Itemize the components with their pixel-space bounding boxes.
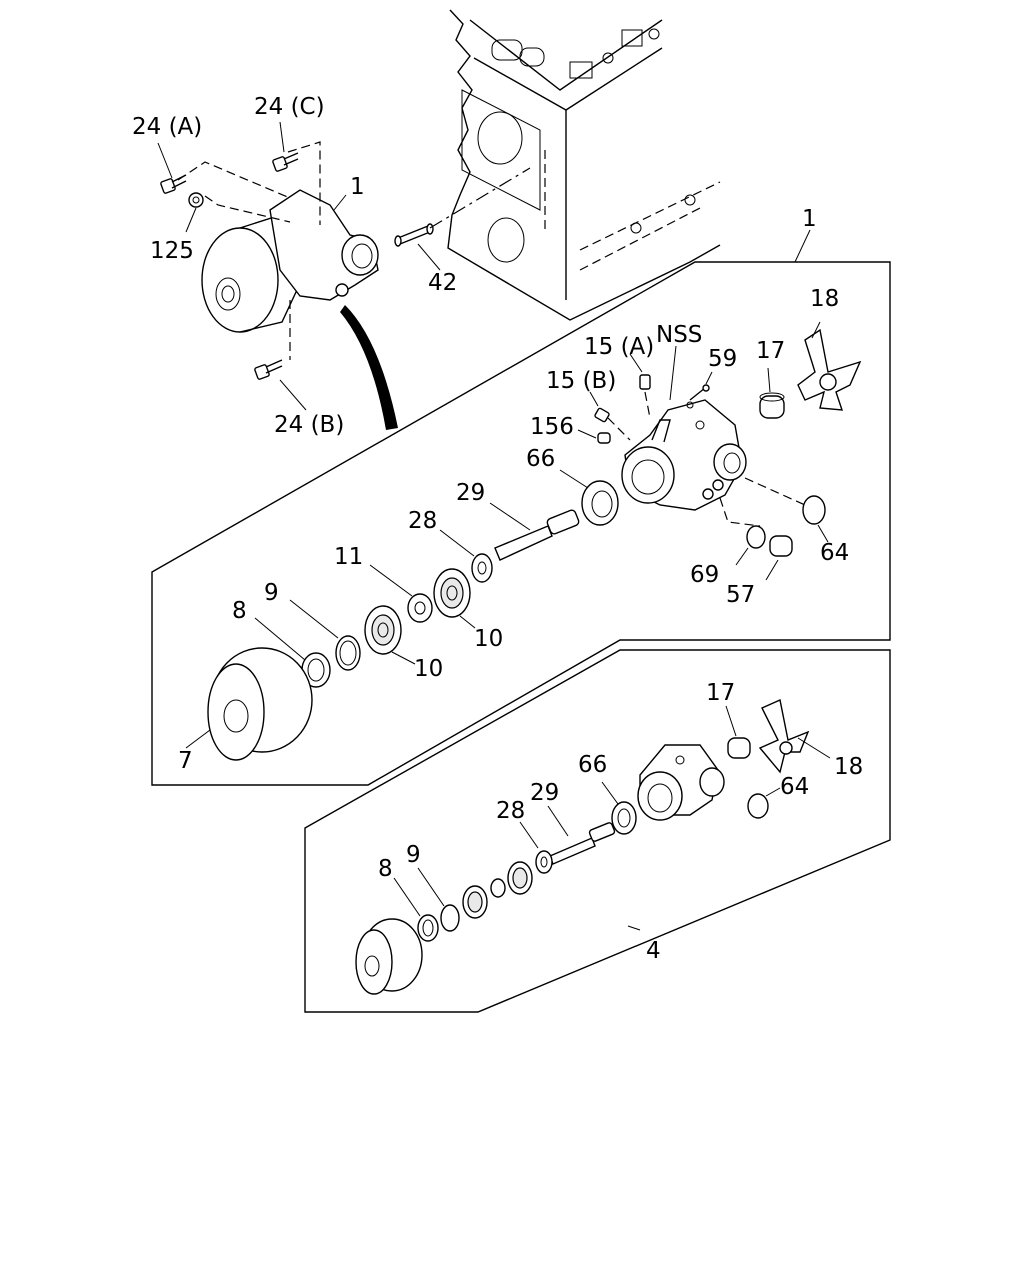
shaft-29-b [547,805,616,865]
washer-28 [439,529,493,583]
shaft-29 [489,502,580,561]
bolt-59 [689,371,713,401]
bearing-b-upper [507,861,533,895]
bearing-10-lower [364,605,416,665]
gasket-69 [719,497,766,566]
plug-15b [589,391,631,441]
callout-156: 156 [530,414,574,440]
plug-15a [629,353,651,419]
callout-17-box2: 17 [706,680,735,706]
bolt-24c [272,152,299,172]
callout-64-box2: 64 [780,774,809,800]
washer-28-b [519,821,553,874]
callout-69: 69 [690,562,719,588]
item-nss [669,345,677,401]
oring-64-b [747,787,781,819]
exploded-box-1 [151,229,891,786]
bearing-10-upper [433,568,476,629]
ring-8-b [393,877,439,942]
callout-8-box1: 8 [232,598,247,624]
pulley-b [355,918,423,995]
callout-66-box2: 66 [578,752,607,778]
callout-1-top: 1 [350,174,365,200]
bushing-17-b [725,705,751,759]
callout-24b: 24 (B) [274,412,344,438]
pump-housing-b [637,744,725,821]
callout-9-box2: 9 [406,842,421,868]
callout-18-box2: 18 [834,754,863,780]
callout-10-lower: 10 [414,656,443,682]
callout-29-box2: 29 [530,780,559,806]
callout-18-box1: 18 [810,286,839,312]
pulley-top [201,227,279,333]
callout-66-box1: 66 [526,446,555,472]
arrow-to-detail [340,305,398,430]
callout-17-box1: 17 [756,338,785,364]
seal-66-b [601,781,637,835]
callout-28-box2: 28 [496,798,525,824]
callout-29-box1: 29 [456,480,485,506]
pulley-7 [185,647,313,761]
callout-24a: 24 (A) [132,114,202,140]
exploded-box-2 [304,649,891,1013]
callout-64-box1: 64 [820,540,849,566]
seal-66 [559,469,619,526]
snap-ring-9 [289,599,361,671]
callout-125: 125 [150,238,194,264]
bearing-b-lower [462,885,488,919]
callout-4: 4 [646,938,661,964]
callout-8-box2: 8 [378,856,393,882]
nut-125 [188,192,204,208]
bolt-24b [254,359,283,380]
callout-24c: 24 (C) [254,94,325,120]
spacer-11 [369,564,433,623]
oring-64 [744,477,829,543]
callout-11: 11 [334,544,363,570]
callout-1-box: 1 [802,206,817,232]
callout-9-box1: 9 [264,580,279,606]
callout-59: 59 [708,346,737,372]
callout-42: 42 [428,270,457,296]
engine-block [447,9,721,321]
pump-assembly-top [157,121,531,430]
impeller-18 [797,321,862,411]
stud-42 [394,223,434,247]
callout-15a: 15 (A) [584,334,654,360]
bushing-17 [759,367,785,419]
callout-nss: NSS [656,322,702,348]
plug-57 [765,535,793,581]
pin-156 [577,429,611,444]
pump-housing [621,399,747,511]
snap-ring-9-b [417,867,460,932]
impeller-18-b [758,699,831,774]
callout-15b: 15 (B) [546,368,616,394]
spacer-b [490,878,506,898]
callout-57: 57 [726,582,755,608]
callout-7: 7 [178,748,193,774]
callout-10-upper: 10 [474,626,503,652]
callout-28-box1: 28 [408,508,437,534]
